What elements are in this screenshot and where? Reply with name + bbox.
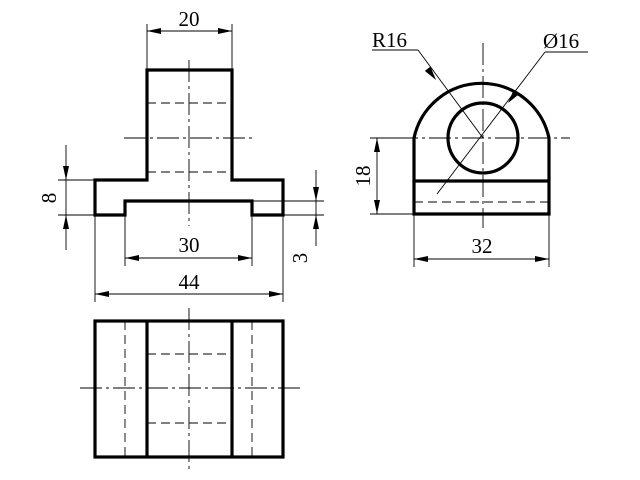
dimension-r16-label: R16: [372, 28, 407, 52]
dimension-3: 3: [252, 170, 324, 263]
dimension-44-label: 44: [179, 270, 201, 294]
dimension-20-label: 20: [179, 7, 200, 31]
top-view: [80, 308, 300, 470]
dimension-18-label: 18: [351, 166, 375, 187]
dimension-18: 18: [351, 137, 414, 215]
dimension-8-label: 8: [37, 193, 61, 204]
dimension-30: 30: [124, 215, 253, 266]
dimension-r16: R16: [372, 28, 484, 139]
dimension-32: 32: [413, 214, 550, 267]
dimension-44: 44: [94, 215, 284, 302]
side-view-outline: [412, 81, 551, 216]
front-view: 20 8 30 3: [37, 7, 324, 302]
dimension-8: 8: [37, 145, 95, 250]
dimension-30-label: 30: [179, 233, 200, 257]
side-view: R16 Ø16 18 32: [351, 28, 588, 267]
dimension-20: 20: [146, 7, 233, 70]
dimension-dia16: Ø16: [436, 29, 588, 195]
dimension-3-label: 3: [288, 253, 312, 264]
dimension-dia16-label: Ø16: [543, 29, 579, 53]
dimension-32-label: 32: [472, 234, 493, 258]
